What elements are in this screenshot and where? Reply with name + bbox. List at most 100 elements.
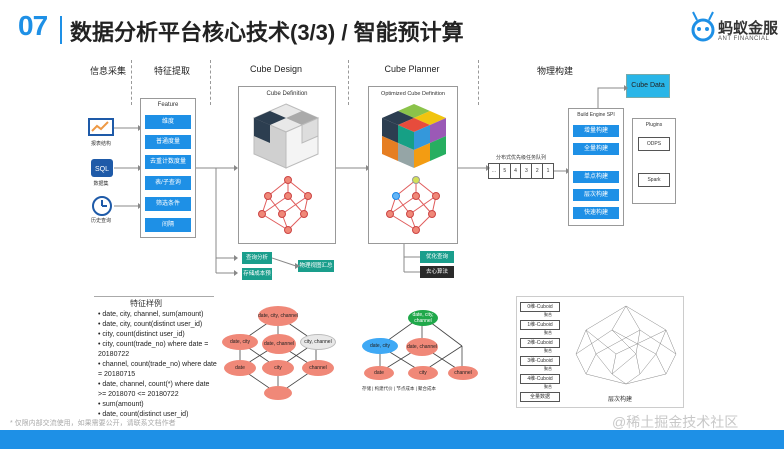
output-optimized-query: 优化查询 [420,251,454,263]
feature-item: 维度 [145,115,191,129]
logo-text: 蚂蚁金服 [718,20,779,37]
graph-node: date [224,360,256,376]
build-engine-panel: Build Engine SPI 增量构建 全量构建 单点构建 层次构建 快速构… [568,108,624,226]
samples-list: • date, city, channel, sum(amount) • dat… [98,310,218,420]
graph-node: city [262,360,294,376]
report-icon [88,118,114,136]
watermark: @稀土掘金技术社区 [612,414,739,430]
aggregate-label: 聚合 [544,366,552,371]
stage-info: 信息采集 [89,66,126,76]
sample-item: • sum(amount) [98,401,144,408]
sample-item: • date, channel, count(*) where date >= … [98,381,210,398]
feature-item: 间隔 [145,218,191,232]
optimized-cube-title: Optimized Cube Definition [381,91,445,97]
queue-cell: 4 [511,164,522,178]
aggregate-label: 聚合 [544,330,552,335]
sql-database-icon: SQL [91,159,113,177]
output-storage-estimate: 存储成本预估 [242,268,272,289]
stage-divider [348,60,349,105]
output-core-algorithm: 去心算法 [420,266,454,278]
svg-text:SQL: SQL [95,166,109,173]
optimized-lattice-graph [386,176,440,234]
color-cube-icon [382,104,446,168]
sample-item: • date, count(distinct user_id) [98,411,189,418]
cube-data-box: Cube Data [626,74,670,98]
sample-item: • city, count(distinct user_id) [98,331,185,338]
stage-cube-design: Cube Design [249,64,303,74]
sample-item: • city, count(trade_no) where date = 201… [98,341,209,358]
stage-feature: 特征提取 [153,66,190,76]
samples-title: 特征样例 [130,299,162,308]
plugin-spark: Spark [638,173,670,187]
queue-cell: 1 [546,168,550,174]
queue-cell: ... [489,164,500,178]
queue-cell: 3 [521,164,533,178]
flow-arrows [196,165,238,276]
logo-subtext: ANT FINANCIAL [718,36,770,42]
ant-logo-icon [691,11,715,42]
title-divider [60,16,62,44]
output-arrows [272,257,300,269]
feature-item: 普通度量 [145,135,191,149]
flow-arrow [458,165,490,171]
graph-node: channel [302,360,334,376]
stage-divider [478,60,479,105]
output-arrows [403,244,420,273]
queue-cell: 5 [500,164,511,178]
sample-item: • date, city, channel, sum(amount) [98,311,204,318]
source-label: 报表结构 [90,141,111,147]
planner-node: date, city [362,338,398,354]
priority-queue: ... 5 4 3 2 1 [488,163,554,179]
samples-rule [94,296,214,297]
build-mode: 层次构建 [573,189,619,201]
build-mode: 增量构建 [573,125,619,137]
build-mode: 快速构建 [573,207,619,219]
planner-node: channel [448,366,478,380]
feature-item: 表/子查询 [145,176,191,190]
sample-item: • channel, count(trade_no) where date = … [98,361,217,378]
output-query-analysis: 查询分析 [242,252,272,264]
flow-arrow [336,165,370,171]
hierarchy-lattice-graph [575,305,677,385]
cuboid-lattice-graph [258,176,312,234]
sample-item: • date, city, count(distinct user_id) [98,321,203,328]
feature-item: 去重计数度量 [145,155,191,169]
aggregate-label: 聚合 [544,384,552,389]
planner-legend: 存储 | 构建代价 | 节点成本 | 聚合成本 [362,386,437,391]
graph-node: date, city [222,334,258,350]
aggregate-label: 聚合 [544,348,552,353]
layer-box: 0维-Cuboid [520,302,560,312]
footer-bar [0,430,784,449]
layer-box: 3维-Cuboid [520,356,560,366]
layer-box: 2维-Cuboid [520,338,560,348]
graph-node: date, city, channel [258,306,298,326]
flow-arrow [597,85,628,108]
queue-title: 分布式优先级任务队列 [495,155,546,161]
graph-node [264,386,292,400]
history-clock-icon [92,196,112,216]
layer-box: 1维-Cuboid [520,320,560,330]
graph-node: date, channel [262,334,296,354]
plugin-odps: ODPS [638,137,670,151]
stage-divider [131,60,132,105]
plugins-title: Plugins [645,122,663,128]
stage-cube-planner: Cube Planner [384,64,440,74]
planner-node: city [408,366,438,380]
source-arrows [114,125,142,209]
planner-node: date [364,366,394,380]
footnote: * 仅限内部交流使用，如果需要公开，请联系文档作者 [10,420,176,427]
slide-title: 数据分析平台核心技术(3/3) / 智能预计算 [70,20,464,45]
graph-node: city, channel [300,334,336,350]
feature-title: Feature [157,102,179,108]
build-mode: 单点构建 [573,171,619,183]
cube-definition-title: Cube Definition [266,91,308,97]
feature-panel: Feature 维度 普通度量 去重计数度量 表/子查询 筛选条件 间隔 [140,98,196,238]
stage-divider [210,60,211,105]
feature-item: 筛选条件 [145,197,191,211]
layers-caption: 层次构建 [608,397,633,403]
plugins-panel: Plugins ODPS Spark [632,118,676,204]
output-view-summary: 物理视图汇总 [298,260,334,272]
build-mode: 全量构建 [573,143,619,155]
source-label: 历史查询 [90,218,111,224]
planner-node: date, city, channel [408,310,438,326]
